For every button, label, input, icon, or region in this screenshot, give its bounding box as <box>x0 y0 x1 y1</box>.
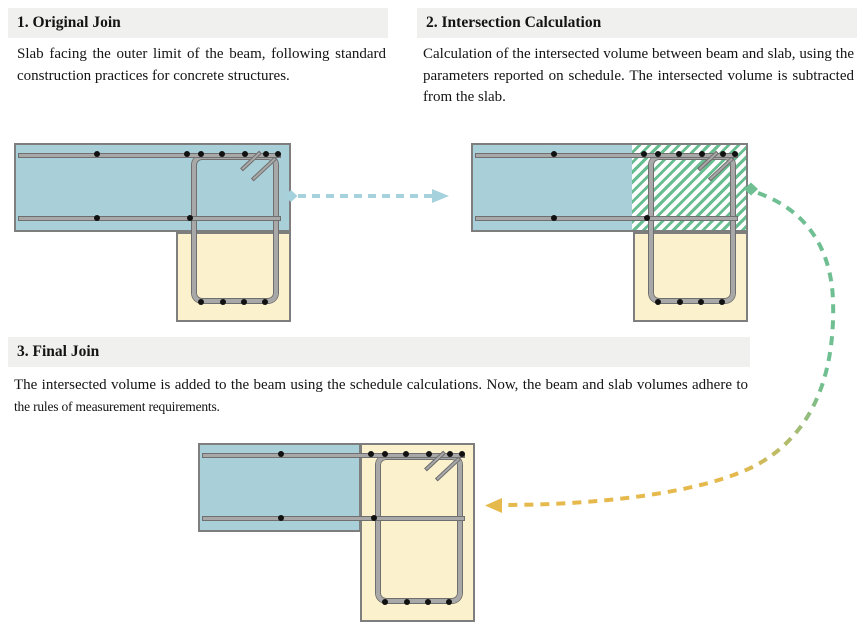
rebar-dot <box>403 451 409 457</box>
flow-arrow-original-to-intersection <box>284 189 449 203</box>
stirrup-rebar <box>376 455 462 603</box>
rebar-dot <box>198 151 204 157</box>
stirrup-rebar <box>192 155 278 303</box>
rebar-dot <box>676 151 682 157</box>
rebar-bar-bottom <box>475 216 738 221</box>
section-title-intersection-calculation: 2. Intersection Calculation <box>417 8 857 38</box>
rebar-dot <box>371 515 377 521</box>
final-join-body-main: The intersected volume is added to the b… <box>14 377 748 393</box>
rebar-dot <box>699 151 705 157</box>
rebar-dot <box>698 299 704 305</box>
rebar-dot <box>655 299 661 305</box>
rebar-dot <box>241 299 247 305</box>
rebar-dot <box>184 151 190 157</box>
rebar-dot <box>219 151 225 157</box>
rebar-dot <box>187 215 193 221</box>
rebar-dot <box>426 451 432 457</box>
rebar-dot <box>446 599 452 605</box>
rebar-bar-bottom <box>18 216 281 221</box>
rebar-dot <box>368 451 374 457</box>
rebar-dot <box>278 515 284 521</box>
rebar-dot <box>263 151 269 157</box>
rebar-dot <box>720 151 726 157</box>
arrow-left-icon <box>485 498 502 513</box>
rebar-dot <box>382 599 388 605</box>
rebar-dot <box>94 215 100 221</box>
rebar-dot <box>655 151 661 157</box>
rebar-dot <box>404 599 410 605</box>
original-join-drawing <box>14 143 291 322</box>
intersection-calculation-drawing <box>471 143 748 322</box>
rebar-dot <box>220 299 226 305</box>
arrow-right-icon <box>432 189 449 203</box>
rebar-dot <box>719 299 725 305</box>
rebar-dot <box>262 299 268 305</box>
rebar-dot <box>641 151 647 157</box>
rebar-dot <box>447 451 453 457</box>
rebar-dot <box>677 299 683 305</box>
rebar-dot <box>275 151 281 157</box>
section-body-final-join: The intersected volume is added to the b… <box>14 374 748 418</box>
rebar-dot <box>278 451 284 457</box>
final-join-drawing <box>198 443 475 622</box>
final-join-body-suffix: the rules of measurement requirements. <box>14 399 220 414</box>
rebar-dot <box>732 151 738 157</box>
section-title-original-join: 1. Original Join <box>8 8 388 38</box>
rebar-bar-bottom <box>202 516 465 521</box>
rebar-dot <box>644 215 650 221</box>
stirrup-rebar <box>649 155 735 303</box>
rebar-dot <box>242 151 248 157</box>
section-body-original-join: Slab facing the outer limit of the beam,… <box>17 46 386 84</box>
section-body-intersection-calculation: Calculation of the intersected volume be… <box>423 46 854 105</box>
rebar-dot <box>198 299 204 305</box>
rebar-dot <box>382 451 388 457</box>
rebar-dot <box>425 599 431 605</box>
rebar-dot <box>94 151 100 157</box>
rebar-dot <box>551 151 557 157</box>
rebar-dot <box>459 451 465 457</box>
section-title-final-join: 3. Final Join <box>8 337 750 367</box>
rebar-dot <box>551 215 557 221</box>
